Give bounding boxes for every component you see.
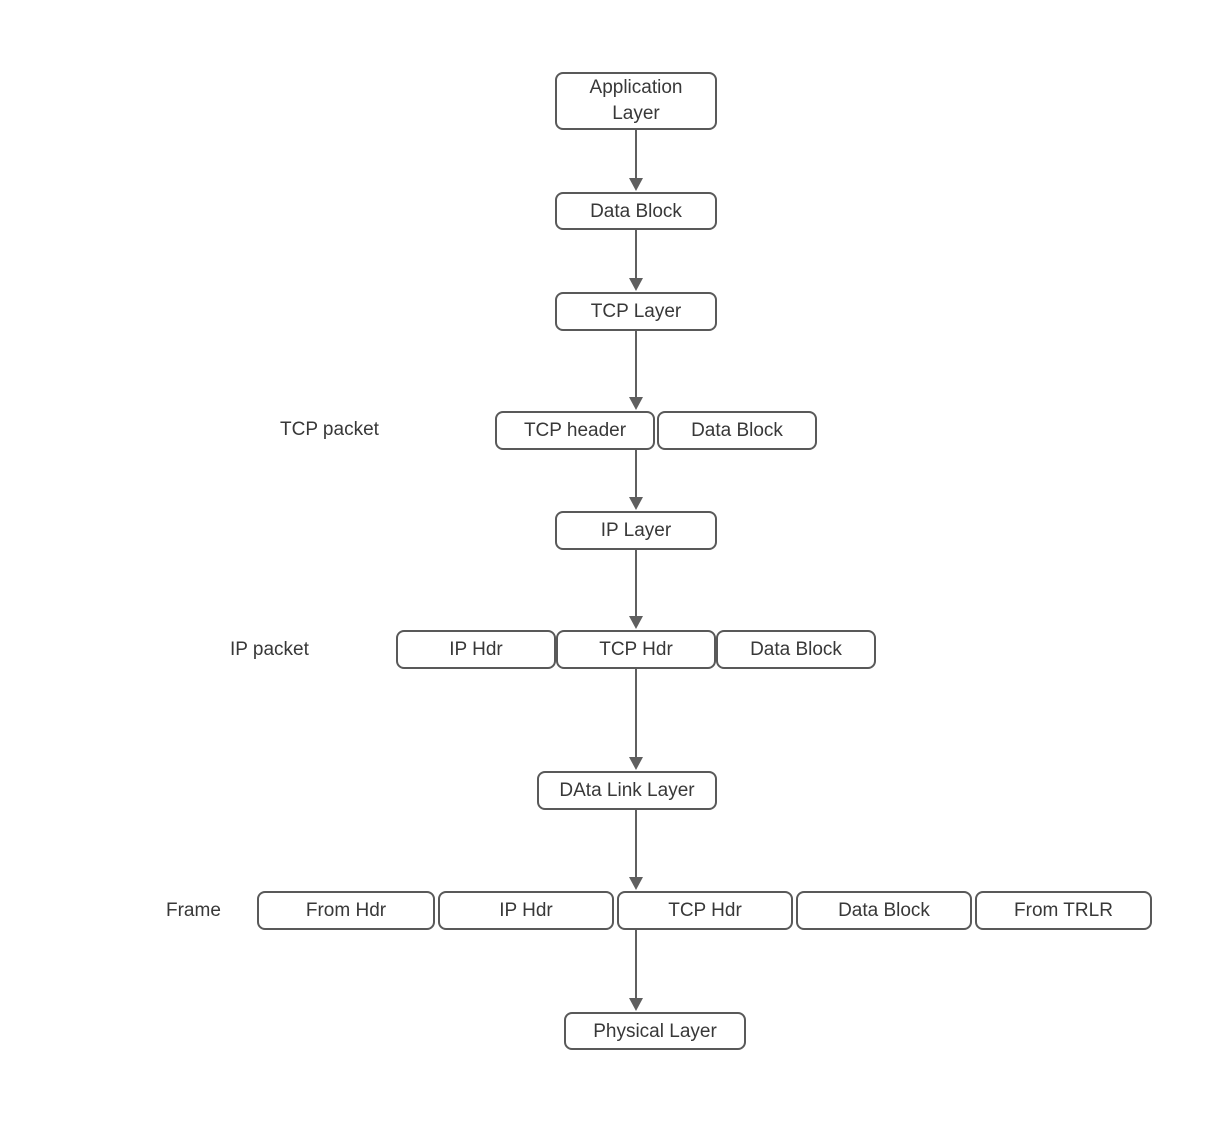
node-data-block-top: Data Block [555,192,717,230]
connector-arrow-down-icon [629,230,643,291]
node-label: From TRLR [1014,900,1113,921]
node-label: Data Block [691,420,783,441]
node-label: IP Hdr [499,900,553,921]
node-tcp-hdr: TCP Hdr [556,630,716,669]
node-label: TCP Layer [590,301,682,322]
connector-arrow-down-icon [629,450,643,510]
connector-arrow-down-icon [629,930,643,1011]
label-tcp-packet: TCP packet [280,419,379,440]
node-label: Data Block [750,639,842,660]
node-physical-layer: Physical Layer [564,1012,746,1050]
node-frame-data-block: Data Block [796,891,972,930]
node-tcp-packet-data-block: Data Block [657,411,817,450]
node-label: TCP header [523,420,627,441]
node-ip-layer: IP Layer [555,511,717,550]
connector-arrow-down-icon [629,550,643,629]
node-label: Data Block [590,200,682,222]
node-frame-tcp-hdr: TCP Hdr [617,891,793,930]
label-frame: Frame [166,900,221,921]
label-ip-packet: IP packet [230,639,309,660]
node-label: DAta Link Layer [559,780,695,801]
node-label: Data Block [838,900,930,921]
node-label: IP Hdr [449,639,503,660]
connector-arrow-down-icon [629,331,643,410]
node-data-link-layer: DAta Link Layer [537,771,717,810]
node-ip-packet-data-block: Data Block [716,630,876,669]
node-ip-hdr: IP Hdr [396,630,556,669]
node-frame-from-trlr: From TRLR [975,891,1152,930]
node-label: TCP Hdr [668,900,742,921]
node-label: Physical Layer [593,1020,717,1042]
node-label: IP Layer [600,520,672,541]
node-frame-ip-hdr: IP Hdr [438,891,614,930]
connector-arrow-down-icon [629,130,643,191]
node-label: From Hdr [305,900,387,921]
node-tcp-header: TCP header [495,411,655,450]
node-label: TCP Hdr [599,639,673,660]
node-frame-from-hdr: From Hdr [257,891,435,930]
node-tcp-layer: TCP Layer [555,292,717,331]
connector-arrow-down-icon [629,810,643,890]
connector-arrow-down-icon [629,669,643,770]
